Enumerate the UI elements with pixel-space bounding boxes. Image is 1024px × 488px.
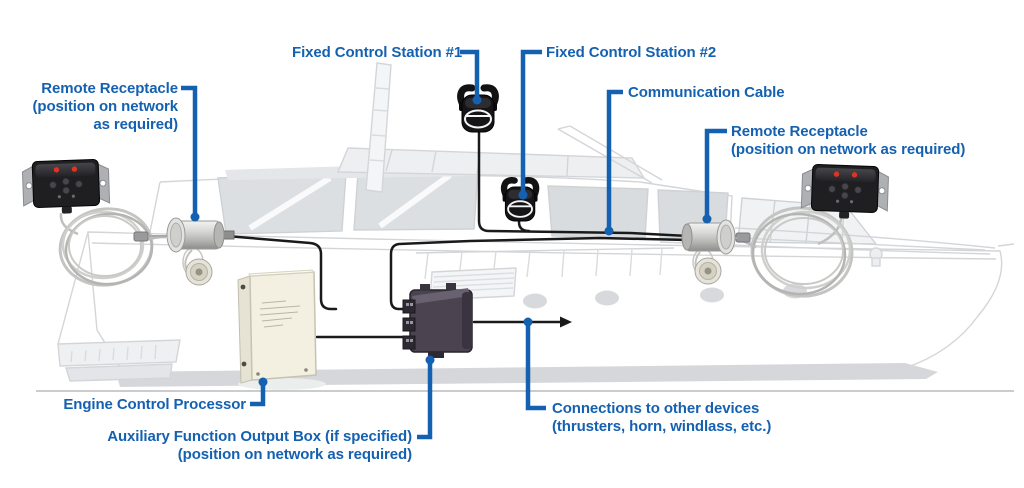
- cable-station1-run: [477, 129, 690, 238]
- led-indicator: [833, 171, 840, 177]
- label-fixed-control-station-2: Fixed Control Station #2: [546, 44, 717, 61]
- label-remote-receptacle-right: Remote Receptacle (position on network a…: [731, 123, 965, 159]
- pointer-lines: [181, 49, 727, 440]
- remote-receptacle-socket-left: [166, 217, 235, 286]
- fixed-control-station-2: [500, 177, 540, 222]
- label-line: (thrusters, horn, windlass, etc.): [552, 418, 772, 435]
- label-line: Auxiliary Function Output Box (if specif…: [107, 428, 412, 445]
- receptacle-cap-left: [185, 258, 213, 286]
- label-line: Remote Receptacle: [41, 80, 178, 97]
- boat-rubrail: [91, 242, 997, 260]
- receptacle-cap-right: [694, 257, 722, 285]
- label-aux-output-box: Auxiliary Function Output Box (if specif…: [107, 428, 412, 464]
- boat-bow-rail: [734, 227, 996, 249]
- pointer-connections: [525, 326, 546, 411]
- pointer-ecp: [250, 385, 266, 407]
- label-line: as required): [93, 116, 178, 133]
- engine-control-processor-box: [237, 269, 326, 390]
- led-indicator: [851, 172, 858, 178]
- label-line: (position on network as required): [177, 446, 412, 463]
- led-indicator: [71, 166, 78, 172]
- pointer-remote-left: [181, 85, 198, 215]
- label-line: Remote Receptacle: [731, 123, 868, 140]
- fixed-control-station-1: [457, 84, 499, 133]
- label-remote-receptacle-left: Remote Receptacle (position on network a…: [33, 80, 179, 134]
- pointer-comm-cable: [606, 89, 623, 228]
- pointer-station1: [460, 49, 480, 97]
- label-line: (position on network as required): [731, 141, 966, 158]
- label-engine-control-processor: Engine Control Processor: [63, 396, 246, 413]
- aux-function-output-box: [402, 283, 473, 358]
- coiled-cable-right: [728, 206, 854, 298]
- cable-aux-to-right-receptacle: [389, 236, 690, 311]
- coiled-cable-left: [58, 207, 172, 287]
- led-indicator: [53, 167, 60, 173]
- cable-station2-drop: [517, 218, 531, 233]
- boat-arch: [557, 125, 663, 184]
- pointer-remote-right: [704, 128, 727, 216]
- boat-hull: [87, 231, 1003, 384]
- boat-illustration: [36, 62, 1015, 392]
- remote-control-box-left: [21, 159, 111, 214]
- remote-control-box-right: [800, 164, 889, 219]
- network-cables: [224, 129, 690, 339]
- arrowhead-other-devices: [560, 316, 572, 328]
- label-fixed-control-station-1: Fixed Control Station #1: [292, 44, 463, 61]
- pointer-station2: [520, 49, 542, 192]
- ecp-label-scribbles: [259, 300, 301, 328]
- aux-connector-pins: [402, 299, 416, 350]
- label-communication-cable: Communication Cable: [628, 84, 785, 101]
- label-connections-other-devices: Connections to other devices (thrusters,…: [552, 400, 771, 436]
- pointer-dots: [190, 95, 712, 387]
- remote-receptacle-socket-right: [681, 219, 736, 285]
- cable-left-receptacle-to-ecp: [224, 234, 338, 311]
- label-line: Connections to other devices: [552, 400, 760, 417]
- label-line: (position on network: [32, 98, 179, 115]
- pointer-aux: [417, 363, 433, 440]
